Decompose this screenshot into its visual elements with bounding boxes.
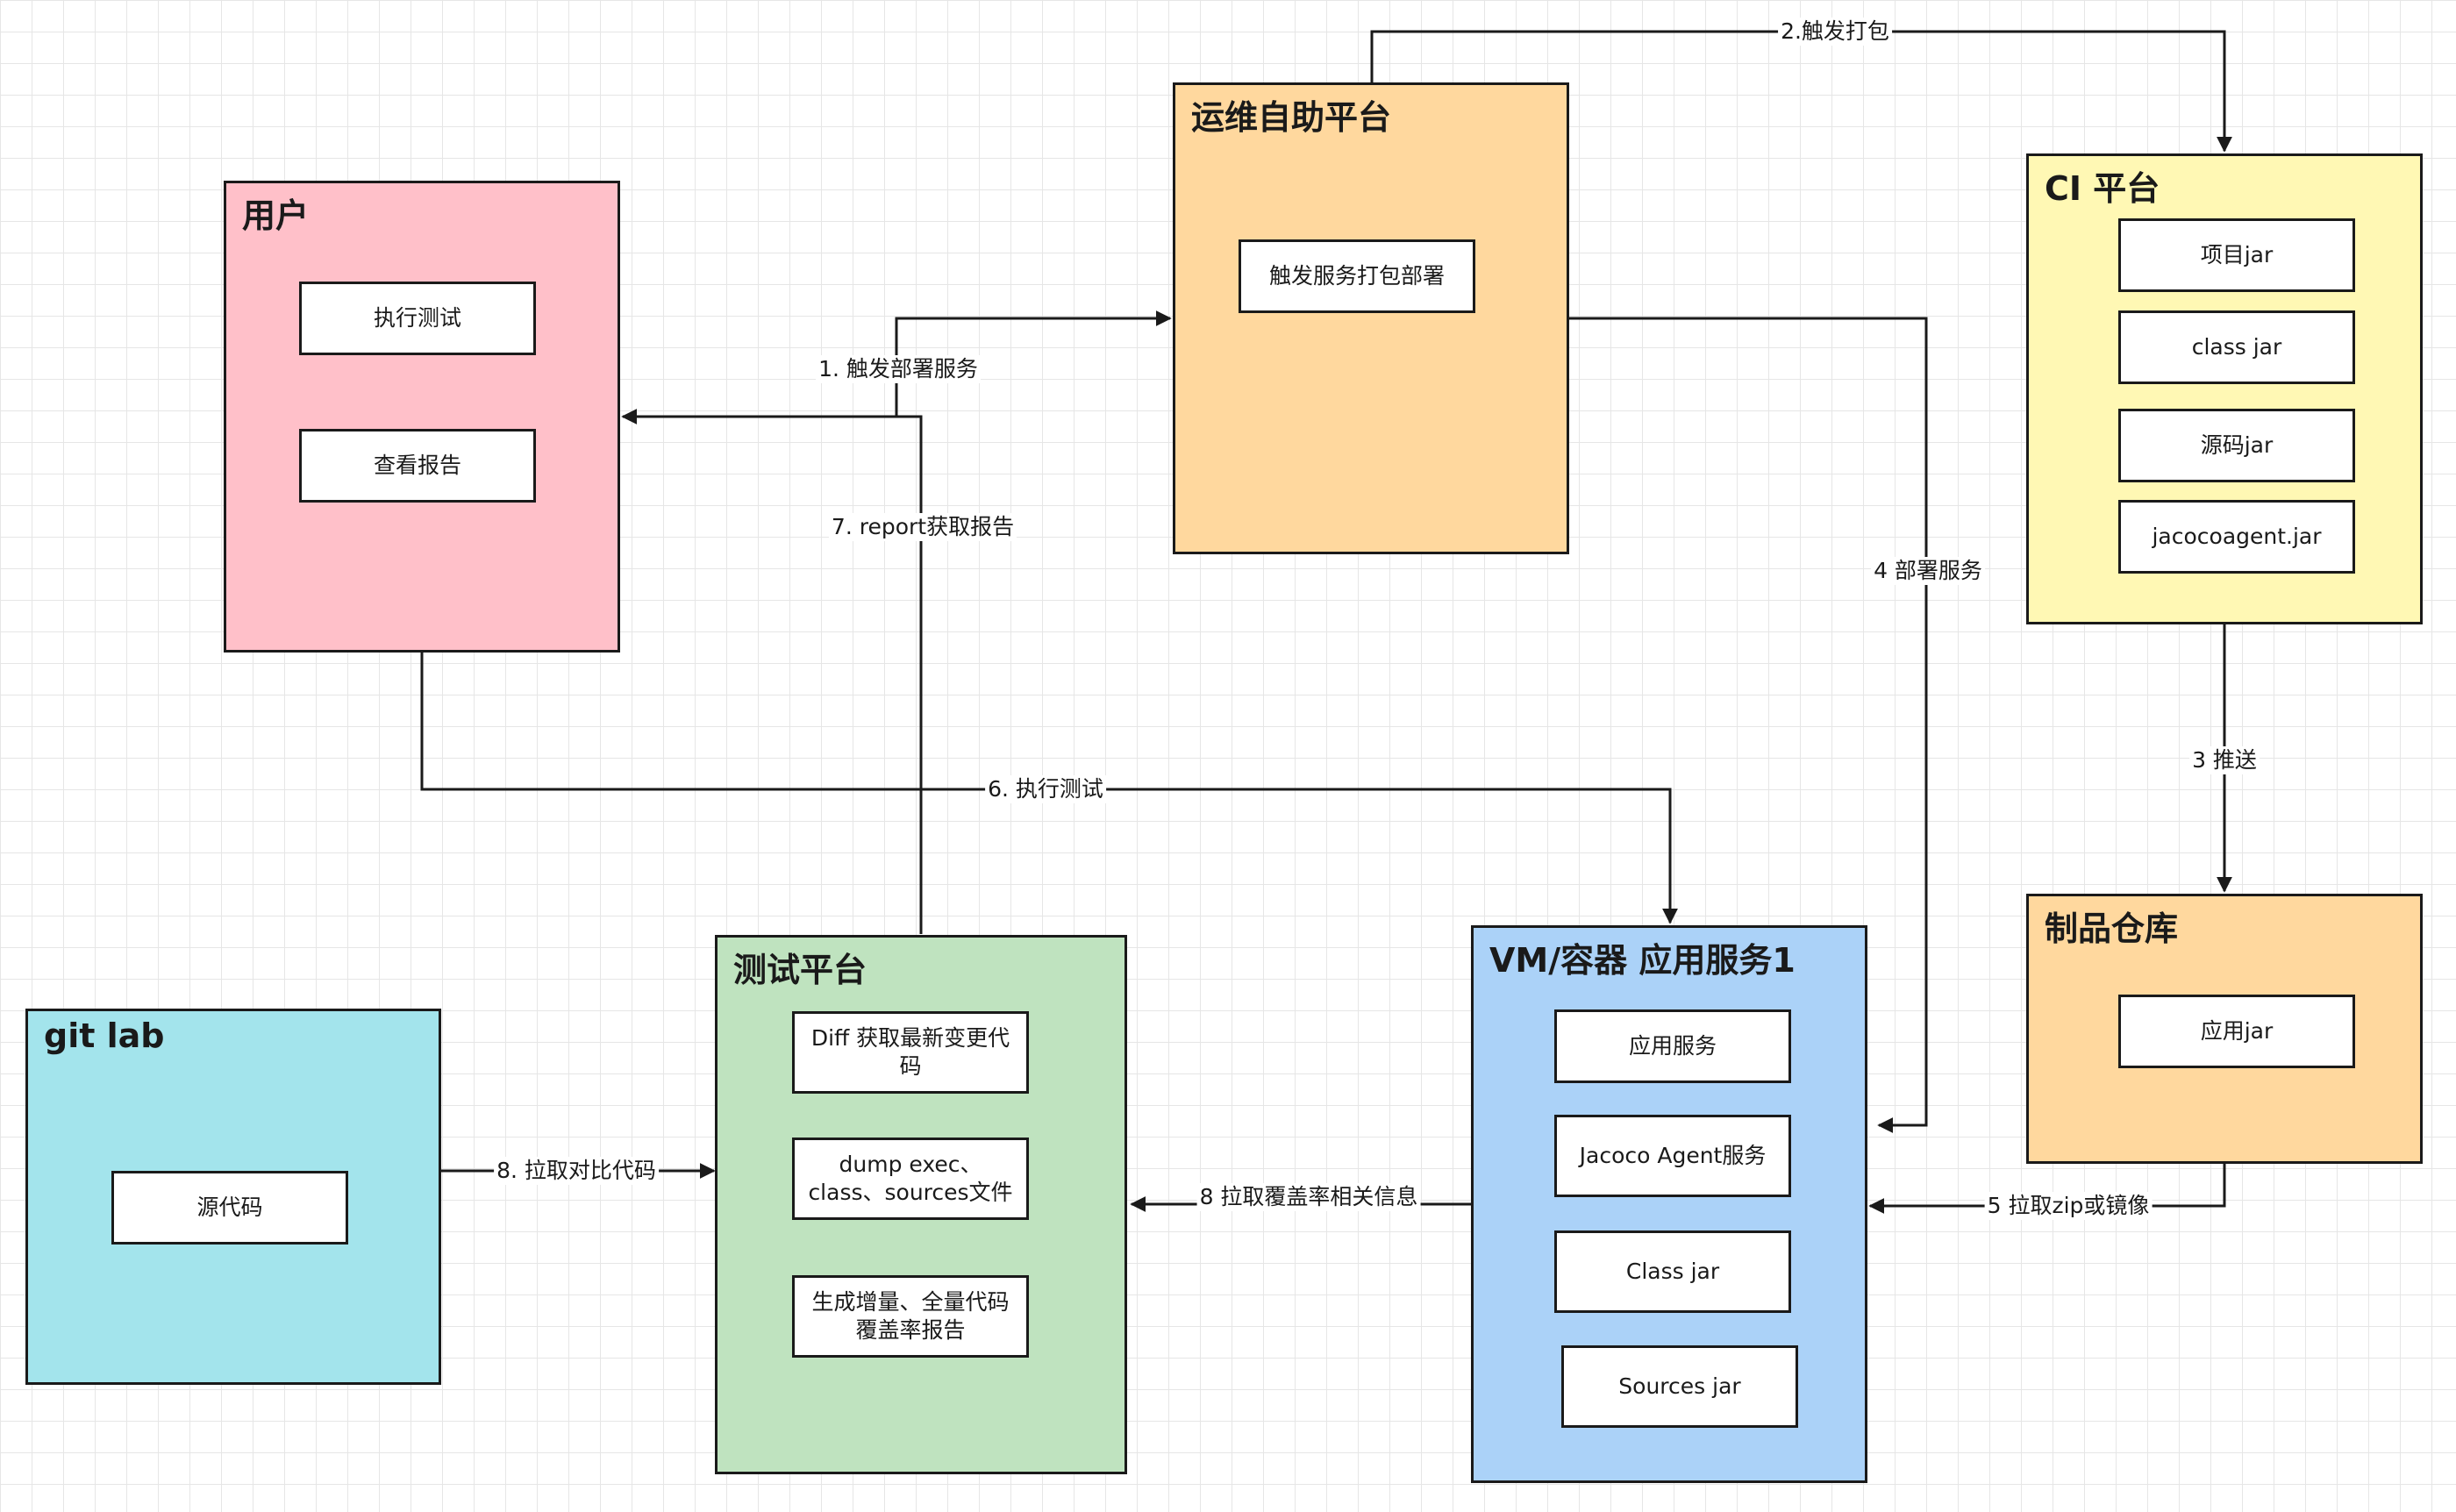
sources-jar-box: Sources jar xyxy=(1561,1345,1798,1428)
gitlab-title: git lab xyxy=(44,1016,165,1055)
class-jar-box: class jar xyxy=(2118,310,2355,384)
edge-label-1: 1. 触发部署服务 xyxy=(816,355,981,383)
coverage-report-box: 生成增量、全量代码覆盖率报告 xyxy=(792,1275,1029,1358)
edge-label-8a: 8 拉取覆盖率相关信息 xyxy=(1196,1183,1421,1211)
edge-label-7: 7. report获取报告 xyxy=(828,513,1017,541)
dump-exec-box: dump exec、class、sources文件 xyxy=(792,1138,1029,1220)
artifact-repo-container: 制品仓库 应用jar xyxy=(2026,894,2423,1164)
source-jar-box: 源码jar xyxy=(2118,409,2355,482)
edge-label-6: 6. 执行测试 xyxy=(985,775,1106,803)
edge-label-5: 5 拉取zip或镜像 xyxy=(1984,1192,2153,1220)
edge-4-ops-to-vm xyxy=(1569,317,1928,1133)
artifact-repo-title: 制品仓库 xyxy=(2045,909,2179,948)
view-report-box: 查看报告 xyxy=(299,429,536,503)
class-jar-vm-box: Class jar xyxy=(1554,1230,1791,1313)
edge-label-3: 3 推送 xyxy=(2189,746,2260,774)
ops-platform-container: 运维自助平台 触发服务打包部署 xyxy=(1173,82,1569,554)
edge-7-test-to-user xyxy=(621,409,923,934)
jacocoagent-jar-box: jacocoagent.jar xyxy=(2118,500,2355,574)
ci-platform-title: CI 平台 xyxy=(2045,169,2160,208)
source-code-box: 源代码 xyxy=(111,1171,348,1245)
test-platform-container: 测试平台 Diff 获取最新变更代码 dump exec、class、sourc… xyxy=(715,935,1127,1474)
edge-label-2: 2.触发打包 xyxy=(1778,18,1892,46)
ops-platform-title: 运维自助平台 xyxy=(1191,98,1392,137)
trigger-package-deploy-box: 触发服务打包部署 xyxy=(1239,239,1475,313)
ci-platform-container: CI 平台 项目jar class jar 源码jar jacocoagent.… xyxy=(2026,153,2423,624)
run-test-box: 执行测试 xyxy=(299,282,536,355)
jacoco-agent-service-box: Jacoco Agent服务 xyxy=(1554,1115,1791,1197)
test-platform-title: 测试平台 xyxy=(733,951,867,989)
edge-label-8b: 8. 拉取对比代码 xyxy=(494,1157,659,1185)
user-title: 用户 xyxy=(242,196,310,235)
diff-latest-code-box: Diff 获取最新变更代码 xyxy=(792,1011,1029,1094)
edge-1-user-to-ops xyxy=(895,310,1172,417)
app-jar-box: 应用jar xyxy=(2118,995,2355,1068)
vm-container: VM/容器 应用服务1 应用服务 Jacoco Agent服务 Class ja… xyxy=(1471,925,1867,1483)
app-service-box: 应用服务 xyxy=(1554,1009,1791,1083)
edge-label-4: 4 部署服务 xyxy=(1871,557,1985,585)
project-jar-box: 项目jar xyxy=(2118,218,2355,292)
user-container: 用户 执行测试 查看报告 xyxy=(224,181,620,653)
gitlab-container: git lab 源代码 xyxy=(25,1009,441,1385)
vm-title: VM/容器 应用服务1 xyxy=(1489,941,1796,980)
